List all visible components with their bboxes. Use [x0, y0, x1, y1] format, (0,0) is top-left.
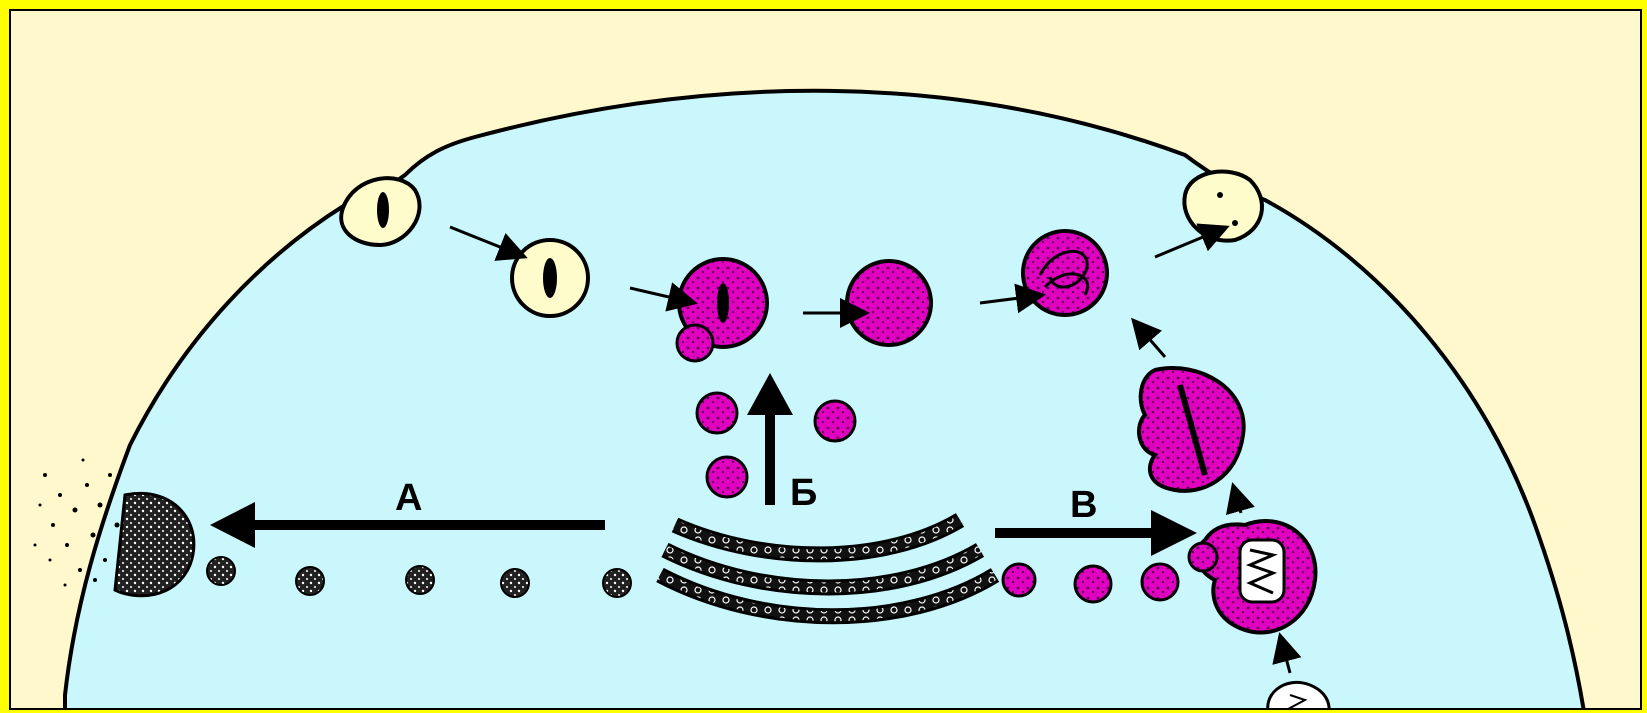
mitochondrion-cristae	[1245, 548, 1278, 595]
incoming-organelle	[1266, 680, 1331, 708]
secretory-vesicle	[405, 565, 435, 595]
residual-body	[1021, 229, 1109, 317]
arrow-residual-to-exocytosis	[1154, 223, 1230, 259]
released-enzyme-cloud	[33, 458, 120, 587]
golgi-cisterna	[657, 570, 998, 622]
label-b: Б	[790, 472, 817, 514]
primary-lysosome	[1140, 562, 1180, 602]
primary-lysosome	[1073, 564, 1113, 604]
label-a: А	[395, 477, 422, 519]
mitochondrion	[1238, 538, 1286, 604]
organelle-fragment	[1177, 384, 1208, 476]
secretory-vesicle	[206, 556, 236, 586]
secretory-vesicle	[500, 568, 530, 598]
arrow-organelle-to-autophagosome	[1272, 632, 1302, 674]
pathway-arrows	[449, 223, 1302, 674]
label-v: В	[1070, 484, 1097, 526]
arrow-v	[995, 510, 1197, 556]
primary-lysosome	[705, 455, 749, 499]
arrow-b	[747, 373, 793, 505]
primary-lysosome	[1001, 562, 1037, 598]
vesicle-particle	[543, 258, 557, 298]
primary-lysosome	[813, 399, 857, 443]
primary-lysosome-fusing	[1187, 541, 1219, 573]
secondary-lysosome	[845, 259, 933, 347]
arrow-autophagosome-to-vacuole	[1225, 482, 1255, 516]
primary-lysosome-fusing	[675, 323, 715, 363]
secretory-vesicle	[295, 566, 325, 596]
endocytosed-particle	[377, 192, 389, 228]
arrow-pit-to-vesicle	[449, 225, 528, 261]
golgi-cisterna	[672, 515, 963, 560]
residue-dot	[1232, 220, 1238, 226]
golgi-cisterna	[662, 545, 983, 593]
lysosome-pathway-diagram: А Б В	[33, 88, 1586, 708]
arrow-vacuole-to-residual	[1131, 317, 1167, 358]
residue-whorl	[1043, 272, 1089, 296]
phagosome-particle	[717, 283, 729, 323]
arrow-secondary-to-residual	[979, 283, 1046, 314]
secretory-vesicle	[602, 568, 632, 598]
residue-dot	[1217, 192, 1223, 198]
mitochondrion-cristae	[1287, 694, 1308, 708]
primary-lysosome	[695, 391, 739, 435]
arrow-a	[210, 502, 605, 548]
residue-whorl	[1038, 250, 1089, 289]
diagram-panel: А Б В	[9, 9, 1642, 710]
exocytic-pit	[1182, 169, 1264, 243]
exocytosed-granule	[113, 492, 196, 598]
arrow-vesicle-to-phagosome	[629, 282, 698, 312]
